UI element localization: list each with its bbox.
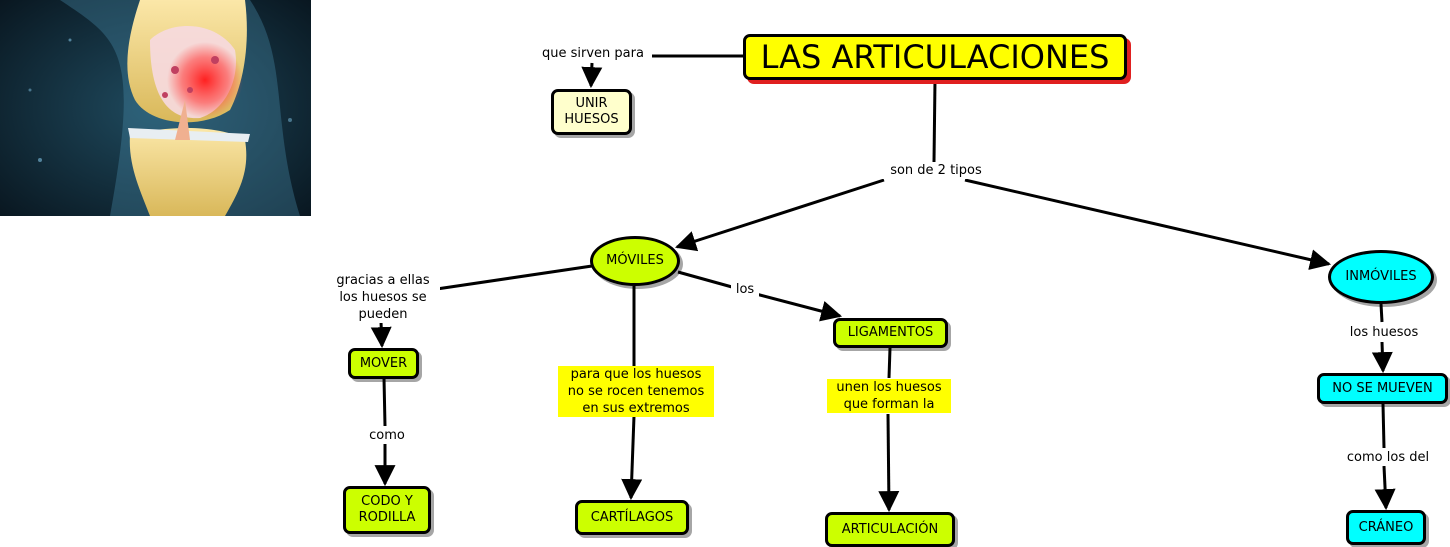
link-label-que-sirven-para: que sirven para (534, 45, 652, 62)
edge-mover-to-como (382, 377, 387, 427)
edge-no-se-mueven-to-como-los-del (1381, 403, 1386, 449)
node-moviles[interactable]: MÓVILES (590, 236, 680, 286)
link-label-los: los (731, 281, 759, 298)
link-label-son-de-2-tipos: son de 2 tipos (880, 162, 992, 179)
edge-tipos-to-moviles (675, 178, 885, 252)
edge-para-que-to-cartilagos (621, 415, 643, 501)
node-no-se-mueven[interactable]: NO SE MUEVEN (1317, 373, 1448, 404)
link-label-los-huesos: los huesos (1341, 324, 1427, 341)
node-articulacion[interactable]: ARTICULACIÓN (825, 512, 955, 547)
node-mover[interactable]: MOVER (348, 348, 419, 379)
link-label-como: como (363, 427, 411, 444)
edge-los-to-ligamentos (755, 292, 843, 322)
node-ligamentos[interactable]: LIGAMENTOS (833, 318, 948, 348)
edge-moviles-to-gracias (429, 264, 593, 292)
link-label-unen-los-huesos: unen los huesos que forman la (827, 379, 951, 413)
node-unir-huesos[interactable]: UNIR HUESOS (551, 89, 632, 135)
edge-que-sirven-to-unir (581, 62, 603, 89)
edge-title-to-tipos (932, 79, 937, 163)
edge-ligamentos-to-unen (887, 347, 892, 379)
link-label-como-los-del: como los del (1338, 449, 1438, 466)
edge-tipos-to-inmoviles (964, 178, 1332, 270)
node-craneo[interactable]: CRÁNEO (1346, 510, 1426, 545)
edge-gracias-to-mover (370, 321, 392, 349)
edge-unen-to-articulacion (878, 413, 900, 513)
link-label-para-que-los-huesos: para que los huesos no se rocen tenemos … (558, 366, 714, 417)
link-label-gracias-a-ellas: gracias a ellas los huesos se pueden (326, 272, 440, 323)
edge-los-huesos-to-no-se-mueven (1371, 341, 1393, 374)
edge-moviles-to-los (677, 270, 733, 289)
edge-inmoviles-to-los-huesos (1379, 303, 1384, 323)
title-node-las-articulaciones[interactable]: LAS ARTICULACIONES (743, 34, 1127, 80)
node-codo-y-rodilla[interactable]: CODO Y RODILLA (343, 486, 431, 534)
edge-como-los-del-to-craneo (1374, 465, 1396, 511)
node-cartilagos[interactable]: CARTÍLAGOS (575, 500, 689, 535)
node-inmoviles[interactable]: INMÓVILES (1328, 250, 1434, 304)
knee-joint-image (0, 0, 311, 216)
